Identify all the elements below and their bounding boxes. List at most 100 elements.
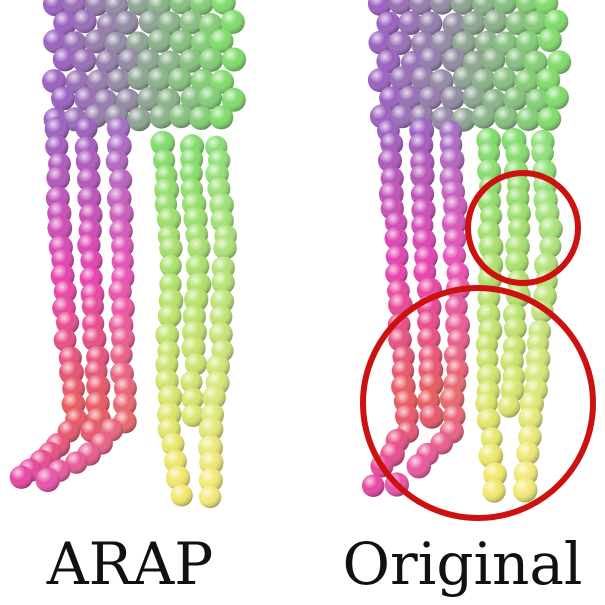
panel-original-spheres (361, 0, 572, 503)
sphere-shading (442, 244, 466, 268)
sphere-shading (221, 87, 246, 112)
sphere-shading (367, 68, 392, 93)
sphere-shading (44, 117, 70, 142)
sphere-shading (390, 104, 415, 129)
sphere-shading (483, 462, 507, 487)
sphere-shading (46, 166, 71, 191)
sphere-shading (184, 353, 208, 376)
sphere-shading (385, 245, 409, 268)
sphere-shading (478, 443, 504, 469)
sphere-shading (508, 217, 531, 240)
sphere-shading (149, 104, 174, 129)
sphere-shading (159, 236, 183, 261)
sphere-shading (180, 86, 205, 111)
sphere-shading (505, 47, 530, 72)
sphere-shading (538, 216, 563, 242)
sphere-shading (179, 10, 204, 35)
sphere-shading (80, 249, 103, 272)
sphere-shading (165, 465, 191, 491)
sphere-shading (384, 226, 408, 250)
sphere-shading (86, 69, 111, 94)
sphere-shading (209, 105, 234, 130)
sphere-shading (452, 66, 477, 90)
sphere-shading (516, 107, 541, 132)
sphere-shading (110, 343, 133, 366)
sphere-shading (534, 252, 559, 277)
sphere-shading (53, 328, 77, 352)
sphere-shading (202, 385, 226, 410)
sphere-shading (547, 50, 572, 75)
sphere-shading (525, 88, 550, 113)
sphere-shading (398, 11, 423, 35)
sphere-shading (503, 86, 528, 111)
sphere-shading (75, 117, 98, 140)
sphere-shading (442, 48, 467, 73)
sphere-shading (169, 29, 194, 54)
sphere-shading (77, 167, 101, 192)
sphere-shading (430, 0, 454, 15)
sphere-shading (461, 11, 486, 35)
sphere-shading (439, 386, 465, 412)
sphere-shading (150, 130, 175, 156)
sphere-shading (368, 30, 393, 55)
sphere-shading (523, 50, 548, 75)
sphere-shading (220, 9, 245, 34)
highlight-circle-knee (465, 170, 581, 286)
sphere-shading (161, 432, 185, 456)
sphere-shading (56, 311, 80, 335)
sphere-shading (483, 9, 508, 34)
sphere-shading (104, 31, 129, 56)
sphere-shading (106, 116, 131, 140)
sphere-shading (65, 451, 88, 474)
sphere-shading (418, 85, 443, 110)
sphere-shading (406, 453, 432, 479)
sphere-shading (109, 168, 133, 192)
sphere-shading (531, 141, 554, 165)
sphere-shading (387, 31, 412, 56)
sphere-shading (147, 28, 172, 53)
sphere-shading (477, 142, 500, 165)
sphere-shading (376, 49, 401, 74)
sphere-shading (504, 316, 527, 340)
sphere-shading (494, 105, 518, 130)
sphere-shading (167, 67, 192, 92)
sphere-shading (208, 322, 233, 347)
sphere-shading (180, 370, 203, 394)
sphere-shading (505, 11, 530, 36)
sphere-shading (417, 326, 441, 351)
sphere-shading (408, 132, 434, 158)
sphere-shading (539, 235, 562, 258)
caption-original: Original (342, 530, 583, 598)
sphere-shading (450, 0, 475, 15)
sphere-shading (515, 0, 540, 15)
sphere-shading (181, 387, 204, 410)
sphere-shading (47, 215, 73, 241)
sphere-shading (481, 47, 506, 72)
sphere-shading (52, 47, 77, 72)
sphere-shading (440, 86, 465, 111)
sphere-shading (96, 12, 121, 37)
sphere-shading (442, 12, 467, 37)
sphere-shading (492, 67, 517, 92)
sphere-shading (127, 107, 152, 132)
sphere-shading (379, 86, 404, 111)
arap-torso (42, 0, 246, 132)
sphere-shading (86, 374, 111, 399)
sphere-shading (476, 408, 501, 432)
sphere-shading (537, 28, 562, 52)
sphere-shading (361, 474, 385, 498)
sphere-shading (482, 479, 506, 503)
sphere-shading (213, 236, 237, 260)
sphere-shading (462, 85, 487, 109)
sphere-shading (155, 353, 179, 377)
sphere-shading (505, 250, 529, 275)
sphere-shading (417, 310, 441, 334)
sphere-shading (419, 47, 444, 72)
sphere-shading (138, 9, 163, 34)
sphere-shading (82, 326, 107, 351)
sphere-shading (169, 0, 194, 15)
sphere-shading (178, 48, 203, 73)
sphere-shading (107, 68, 131, 93)
sphere-shading (378, 148, 402, 173)
